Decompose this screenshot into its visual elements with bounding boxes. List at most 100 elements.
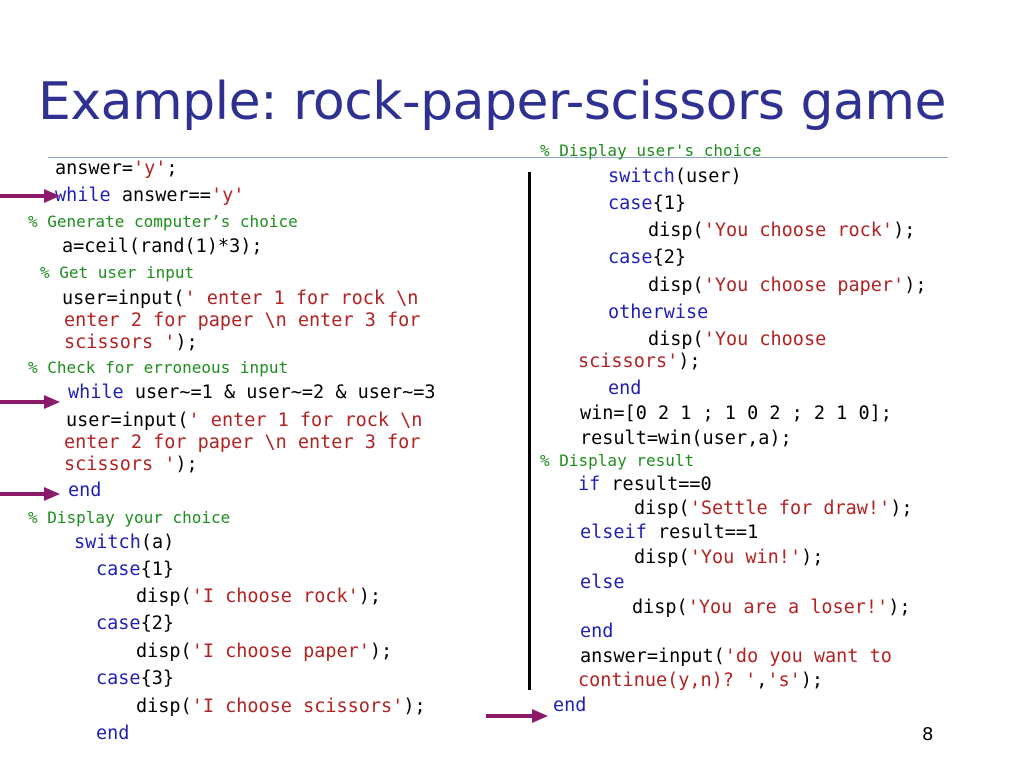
code-keyword: end <box>68 480 102 501</box>
code-line: while answer=='y' <box>55 185 244 207</box>
code-text: disp( <box>136 641 192 662</box>
code-keyword: otherwise <box>608 302 709 323</box>
code-text: {3} <box>140 668 174 689</box>
code-keyword: while <box>68 382 124 403</box>
arrow-icon <box>0 395 60 409</box>
code-string: 'You choose rock' <box>703 220 894 241</box>
code-line: answer='y'; <box>55 158 178 180</box>
code-string: 'do you want to <box>724 646 892 667</box>
code-line: case{3} <box>96 668 174 690</box>
arrow-icon <box>0 487 60 501</box>
code-text: ); <box>403 696 426 717</box>
code-line: disp('Settle for draw!'); <box>634 498 912 520</box>
code-text: disp( <box>136 586 192 607</box>
code-line: disp('I choose scissors'); <box>136 696 426 718</box>
code-text: ); <box>801 547 824 568</box>
code-text: disp( <box>648 329 704 350</box>
code-text: result==0 <box>600 474 712 495</box>
code-line: answer=input('do you want to <box>580 646 892 668</box>
code-line: scissors '); <box>64 454 198 476</box>
code-string: 'You choose paper' <box>703 275 905 296</box>
code-line: disp('You are a loser!'); <box>632 597 910 619</box>
code-line: end <box>68 480 101 502</box>
arrow-icon <box>0 189 60 203</box>
code-line: enter 2 for paper \n enter 3 for <box>64 310 420 332</box>
code-line: enter 2 for paper \n enter 3 for <box>64 432 420 454</box>
code-text: ); <box>678 351 701 372</box>
code-keyword: elseif <box>580 522 647 543</box>
code-line: end <box>96 723 129 745</box>
code-keyword: case <box>96 559 141 580</box>
code-string: 'Settle for draw!' <box>689 498 891 519</box>
arrow-icon <box>486 709 548 723</box>
code-string: 'y' <box>132 158 167 179</box>
code-text: user~=1 & user~=2 & user~=3 <box>123 382 436 403</box>
code-text: disp( <box>648 275 704 296</box>
code-string: 'I choose rock' <box>191 586 359 607</box>
code-text: disp( <box>136 696 192 717</box>
code-line: while user~=1 & user~=2 & user~=3 <box>68 382 436 404</box>
code-text: ); <box>369 641 393 662</box>
code-string: 's' <box>767 670 801 691</box>
code-line: win=[0 2 1 ; 1 0 2 ; 2 1 0]; <box>580 403 892 425</box>
code-text: {2} <box>652 247 686 268</box>
code-text: ); <box>175 332 198 353</box>
code-keyword: case <box>608 193 653 214</box>
code-line: disp('You win!'); <box>634 547 823 569</box>
code-keyword: switch <box>608 166 675 187</box>
code-string: 'You choose <box>703 329 827 350</box>
code-line: case{2} <box>96 613 174 635</box>
code-line: scissors '); <box>64 332 198 354</box>
code-keyword: end <box>580 621 614 642</box>
code-line: disp('You choose <box>648 329 826 351</box>
code-text: answer= <box>55 158 133 179</box>
code-keyword: end <box>96 723 130 744</box>
code-line: case{2} <box>608 247 686 269</box>
code-comment: % Check for erroneous input <box>28 358 289 377</box>
code-text: ); <box>800 670 824 691</box>
code-string: scissors' <box>578 351 679 372</box>
code-keyword: if <box>578 474 601 495</box>
code-text: ); <box>890 498 913 519</box>
code-keyword: case <box>96 668 141 689</box>
code-line: user=input(' enter 1 for rock \n <box>62 288 418 310</box>
code-comment: % Generate computer’s choice <box>28 212 298 231</box>
code-text: (a) <box>140 532 175 553</box>
code-comment: % Display your choice <box>28 508 231 527</box>
code-text: {1} <box>140 559 174 580</box>
code-line: case{1} <box>608 193 686 215</box>
code-text: win=[0 2 1 ; 1 0 2 ; 2 1 0]; <box>580 403 892 424</box>
code-string: ' enter 1 for rock \n <box>188 410 423 431</box>
code-string: 'y' <box>210 185 245 206</box>
code-text: ); <box>175 454 198 475</box>
code-text: user=input( <box>66 410 189 431</box>
code-string: 'You are a loser!' <box>687 597 889 618</box>
code-comment: % Get user input <box>40 263 195 282</box>
code-line: otherwise <box>608 302 708 324</box>
code-line: if result==0 <box>578 474 712 496</box>
code-text: disp( <box>632 597 688 618</box>
code-string: scissors ' <box>64 332 176 353</box>
code-line: scissors'); <box>578 351 701 373</box>
code-line: case{1} <box>96 559 174 581</box>
code-text: answer== <box>110 185 211 206</box>
code-text: ); <box>893 220 916 241</box>
code-line: disp('You choose paper'); <box>648 275 926 297</box>
code-line: result=win(user,a); <box>580 428 792 450</box>
code-line: disp('I choose paper'); <box>136 641 392 663</box>
code-string: scissors ' <box>64 454 176 475</box>
code-string: enter 2 for paper \n enter 3 for <box>64 310 421 331</box>
code-line: elseif result==1 <box>580 522 758 544</box>
code-string: 'You win!' <box>689 547 802 568</box>
code-keyword: case <box>608 247 653 268</box>
code-text: answer=input( <box>580 646 725 667</box>
code-text: ; <box>166 158 178 179</box>
code-line: end <box>608 378 641 400</box>
code-string: 'I choose scissors' <box>191 696 404 717</box>
code-text: {2} <box>140 613 174 634</box>
code-line: user=input(' enter 1 for rock \n <box>66 410 422 432</box>
code-text: disp( <box>634 547 690 568</box>
code-line: else <box>580 572 625 594</box>
code-text: user=input( <box>62 288 185 309</box>
slide-number: 8 <box>922 724 934 745</box>
